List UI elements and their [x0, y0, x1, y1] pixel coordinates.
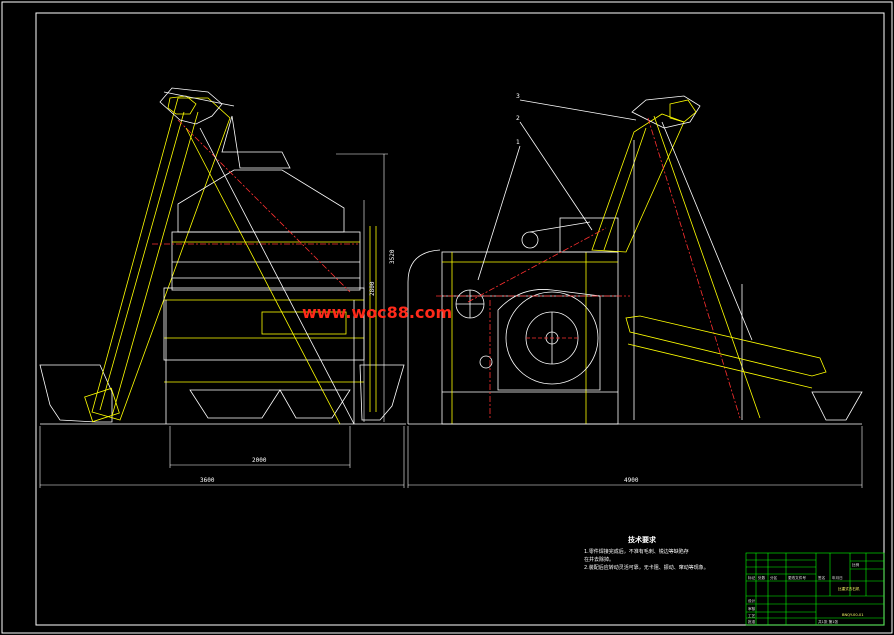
tb-scale: 比例 [852, 562, 860, 567]
notes-line-1: 1.零件焊接完成后，不准有毛刺、锐边等缺陷存 [584, 548, 689, 555]
right-head-drive [669, 99, 697, 123]
tb-row-4: 签名 [818, 575, 826, 580]
tb-role-0: 设计 [748, 598, 756, 603]
left-dimensions [39, 153, 405, 488]
feed-chute [221, 115, 291, 169]
tb-drawing-title: 比重式去石机 [838, 586, 860, 591]
elevator-head-drive [167, 95, 197, 115]
watermark-text: www.woc88.com [302, 303, 452, 322]
tb-row-2: 分区 [770, 575, 778, 580]
dim-left-height-inner: 2800 [369, 281, 376, 296]
notes-line-2: 在并去除掉。 [584, 556, 614, 563]
tb-role-1: 审核 [748, 606, 756, 611]
left-support-strut [199, 127, 355, 425]
discharge-hopper-2 [279, 389, 351, 419]
casing-arch [407, 249, 441, 424]
right-support-yellow [653, 115, 761, 419]
flywheel-outer [505, 291, 599, 385]
drive-belt [529, 221, 591, 233]
tb-row-5: 年月日 [832, 575, 843, 580]
tb-role-3: 批准 [748, 619, 756, 624]
dim-left-height-outer: 3520 [389, 249, 396, 264]
sieve-box [171, 231, 361, 291]
machine-top-cover [177, 169, 345, 233]
right-view [407, 95, 863, 425]
leader-2 [519, 121, 593, 231]
inner-frame [35, 12, 885, 626]
leader-3 [519, 99, 637, 121]
tb-row-0: 标记 [748, 575, 756, 580]
conveyor-rail [627, 343, 813, 389]
elevator-boot [84, 387, 120, 423]
title-block [745, 552, 885, 626]
left-inlet-hopper [39, 364, 113, 423]
dim-right-overall: 4900 [624, 477, 639, 484]
left-center-incline [177, 119, 351, 293]
right-elevator-head [631, 95, 701, 129]
right-elevator-casing [591, 113, 685, 253]
part-number-1: 1 [516, 139, 520, 146]
tb-sheet: 共1张 第1张 [818, 619, 838, 624]
right-elevator-inner [603, 127, 647, 251]
base-frame [163, 287, 365, 361]
part-number-3: 3 [516, 93, 520, 100]
inclined-conveyor [625, 315, 827, 377]
elevator-head-top [163, 91, 235, 107]
left-view [39, 87, 406, 425]
right-center-incline [467, 227, 607, 303]
tb-drawing-no: BNQY-00-01 [842, 613, 864, 617]
right-support-white [661, 121, 753, 341]
small-pulley-2 [479, 355, 493, 369]
discharge-hopper-1 [189, 389, 281, 419]
dim-left-overall: 3600 [200, 477, 215, 484]
inspection-panel [261, 311, 347, 335]
dim-left-width: 2000 [252, 457, 267, 464]
notes-title: 技术要求 [628, 535, 657, 544]
elevator-inner-1 [99, 111, 185, 411]
elevator-inner-2 [111, 111, 199, 417]
part-number-2: 2 [516, 115, 520, 122]
motor-pulley [521, 231, 539, 249]
wheel-housing [497, 289, 601, 391]
tb-row-3: 更改文件号 [788, 575, 806, 580]
elevator-head [159, 87, 223, 125]
right-inlet-hopper [359, 364, 405, 421]
tb-role-2: 工艺 [748, 613, 756, 618]
right-support-red [647, 117, 741, 419]
right-dimensions [407, 426, 863, 488]
tb-row-1: 处数 [758, 575, 766, 580]
right-outlet-hopper [811, 391, 863, 421]
notes-line-3: 2.装配后应转动灵活可靠，无卡阻、振动、窜动等现象。 [584, 564, 709, 571]
motor-box [559, 217, 619, 253]
left-support-strut-2 [185, 127, 341, 425]
leader-1 [477, 145, 521, 281]
